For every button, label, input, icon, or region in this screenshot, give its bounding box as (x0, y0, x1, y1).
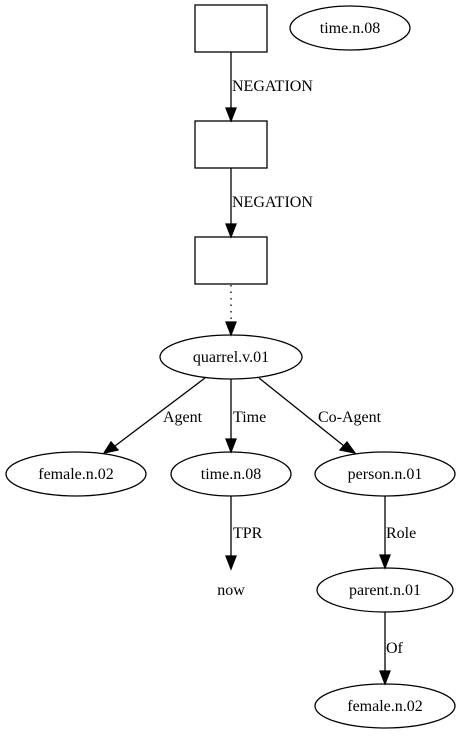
arrowhead-role (379, 554, 391, 570)
arrowhead-tpr (225, 555, 237, 571)
node-female-1 (5, 451, 147, 497)
edge-of-label: Of (386, 640, 404, 657)
edge-co-agent-label: Co-Agent (318, 409, 382, 426)
edge-time-label: Time (233, 409, 266, 426)
node-person-label: person.n.01 (348, 466, 423, 483)
arrowhead-negation-1 (225, 107, 237, 123)
edge-negation-2-label: NEGATION (232, 194, 313, 211)
box-node-3 (194, 236, 268, 285)
arrowhead-dotted (225, 321, 237, 337)
box-node-1 (194, 4, 268, 53)
node-parent-label: parent.n.01 (349, 582, 421, 599)
node-time-top (289, 5, 411, 51)
arrowhead-time (225, 438, 237, 454)
edge-agent (114, 377, 206, 447)
node-quarrel-label: quarrel.v.01 (193, 349, 269, 366)
edge-agent-label: Agent (163, 409, 203, 426)
arrowhead-negation-2 (225, 223, 237, 239)
node-now-label: now (217, 582, 245, 599)
arrowhead-agent (102, 440, 120, 454)
edge-role-label: Role (386, 525, 416, 542)
node-female-1-label: female.n.02 (38, 466, 114, 483)
edge-co-agent (258, 377, 345, 447)
box-node-2 (194, 120, 268, 169)
node-female-2-label: female.n.02 (347, 698, 423, 715)
node-time-mid-label: time.n.08 (201, 466, 261, 483)
node-time-top-label: time.n.08 (320, 20, 380, 37)
arrowhead-co-agent (338, 440, 357, 454)
edge-tpr-label: TPR (233, 525, 263, 542)
edge-negation-1-label: NEGATION (232, 78, 313, 95)
arrowhead-of (379, 670, 391, 686)
